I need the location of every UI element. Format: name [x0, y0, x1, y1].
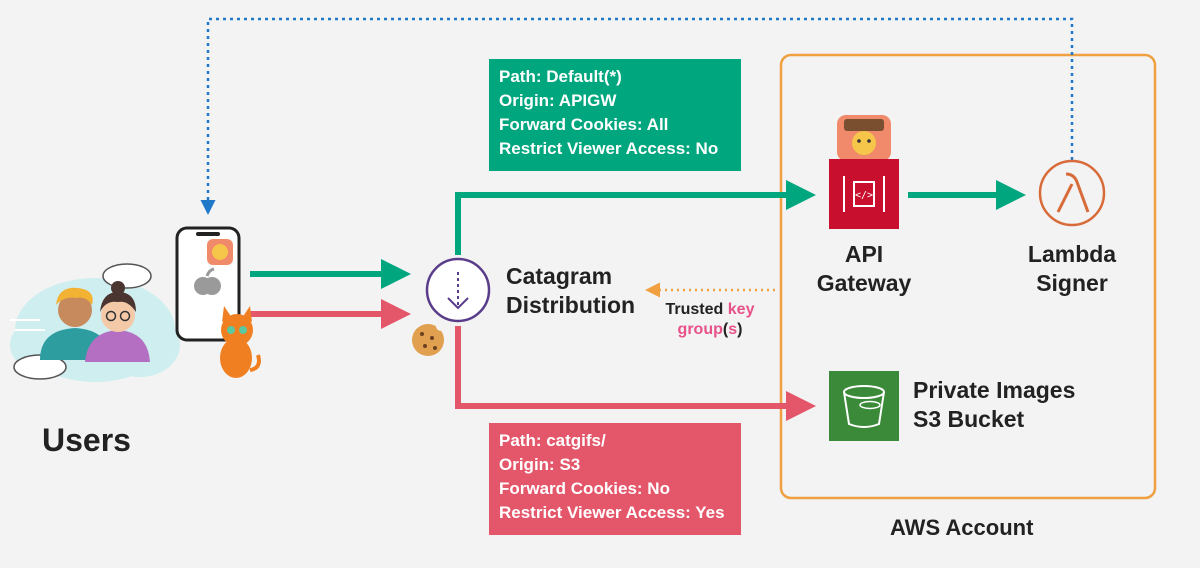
catgifs-behavior-cookies: Forward Cookies: No: [499, 479, 670, 498]
trusted-word: Trusted: [665, 301, 724, 318]
api-gateway-label-line2: Gateway: [816, 269, 912, 296]
lambda-label-line1: Lambda: [1027, 241, 1117, 267]
default-behavior-path: Path: Default(*): [499, 67, 622, 86]
svg-text:</>: </>: [855, 190, 873, 201]
api-gateway-label-line1: API: [844, 241, 884, 267]
s3-label-line2: S3 Bucket: [913, 405, 1025, 432]
default-behavior-origin: Origin: APIGW: [499, 91, 617, 110]
distribution-label-line2: Distribution: [506, 291, 636, 318]
users-cloud-illustration: [10, 263, 180, 382]
key-word: key: [727, 301, 755, 318]
distribution-label-line1: Catagram: [506, 263, 613, 289]
default-behavior-restrict: Restrict Viewer Access: No: [499, 139, 719, 158]
cat-icon: [220, 306, 261, 378]
aws-account-label: AWS Account: [890, 515, 1034, 540]
lambda-label-line2: Signer: [1036, 269, 1108, 296]
catgifs-cache-behavior-box: Path: catgifs/ Origin: S3 Forward Cookie…: [489, 423, 741, 535]
users-label: Users: [42, 422, 131, 458]
s3-label-line1: Private Images: [913, 377, 1076, 403]
s3-label: Private Images S3 Bucket: [913, 376, 1075, 434]
lambda-icon: [1038, 159, 1106, 227]
plural-s: s: [728, 321, 738, 338]
api-gateway-label: API Gateway: [804, 240, 924, 298]
distribution-to-s3-arrow: [455, 326, 816, 421]
cookie-icon: [412, 321, 446, 356]
s3-bucket-icon: [829, 371, 899, 441]
trusted-key-group-label: Trusted key group(s): [650, 300, 770, 340]
api-gateway-icon: </>: [829, 159, 899, 229]
aws-account-frame: [779, 53, 1157, 500]
user-person-icon: [85, 281, 150, 362]
catgifs-behavior-restrict: Restrict Viewer Access: Yes: [499, 503, 725, 522]
default-behavior-cookies: Forward Cookies: All: [499, 115, 669, 134]
lambda-label: Lambda Signer: [1012, 240, 1132, 298]
cloudfront-distribution-icon: [425, 257, 491, 323]
group-word: group: [677, 321, 723, 338]
catgifs-behavior-origin: Origin: S3: [499, 455, 581, 474]
paren-open: (: [722, 321, 729, 338]
paren-close: ): [737, 321, 743, 338]
signed-cookies-return-line: [200, 17, 1074, 215]
default-cache-behavior-box: Path: Default(*) Origin: APIGW Forward C…: [489, 59, 741, 171]
distribution-to-apigw-arrow: [455, 180, 816, 255]
catgifs-behavior-path: Path: catgifs/: [499, 431, 606, 450]
apple-logo-icon: [194, 267, 221, 295]
catagram-app-icon: [837, 115, 891, 161]
distribution-label: Catagram Distribution: [506, 262, 635, 320]
